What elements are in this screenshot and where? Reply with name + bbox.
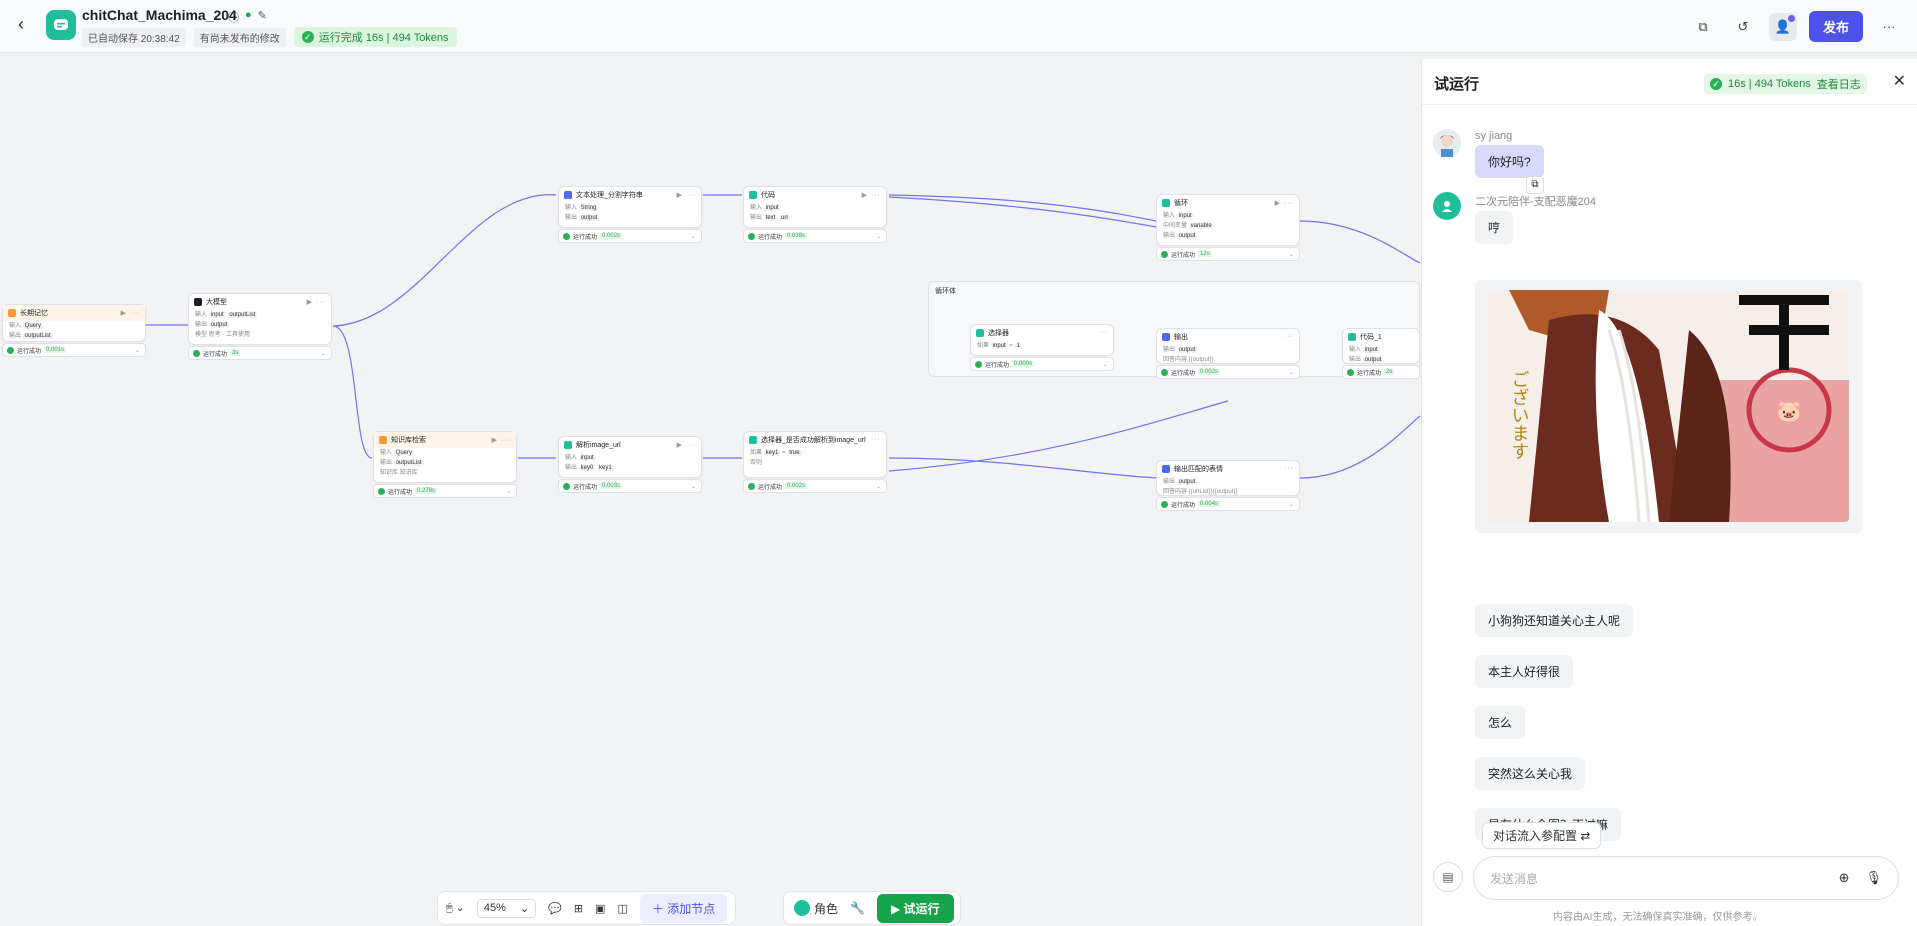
anime-illustration: 🐷 ございます [1489, 290, 1849, 522]
bot-avatar [1433, 192, 1461, 220]
more-icon[interactable]: ··· [1882, 19, 1896, 34]
microphone-icon[interactable]: 🎙 [1865, 870, 1882, 885]
bot-message: 怎么 [1475, 706, 1526, 739]
edit-icon[interactable]: ✎ [257, 10, 267, 22]
publish-button[interactable]: 发布 [1808, 11, 1863, 42]
mouse-mode-icon[interactable]: 🖱 ⌄ [446, 902, 465, 914]
copy-icon[interactable]: ⧉ [1698, 18, 1708, 34]
top-bar: ‹ chitChat_Machima_204 ⓘ ● ✎ 已自动保存 20:38… [0, 0, 1917, 53]
run-status-tag[interactable]: ✓运行完成 16s | 494 Tokens [293, 27, 457, 47]
add-node-button[interactable]: ＋ 添加节点 [639, 893, 728, 923]
unpublished-tag: 有尚未发布的修改 [193, 27, 286, 47]
run-toolbar: 角色 🔧 ▶ 试运行 [783, 891, 961, 925]
svg-text:ございます: ございます [1509, 370, 1530, 460]
node-selector-image-url[interactable]: 选择器_是否成功解析到image_url··· 如果 key1 = true 否… [743, 431, 887, 493]
chevron-down-icon: ⌄ [519, 902, 530, 915]
minimap-icon[interactable]: ◫ [617, 902, 628, 915]
check-icon: ✓ [301, 31, 314, 43]
bot-message: 本主人好得很 [1475, 655, 1574, 688]
role-avatar [794, 900, 810, 916]
node-parse-image-url[interactable]: 解析image_url▶ ··· 输入 input 输出 key0 key1 运… [558, 436, 702, 493]
bot-message: 突然这么关心我 [1475, 757, 1586, 790]
copy-icon[interactable]: ⧉ [1526, 176, 1544, 194]
ai-disclaimer: 内容由AI生成，无法确保真实准确，仅供参考。 [1553, 912, 1763, 923]
close-icon[interactable]: ✕ [1892, 73, 1906, 90]
view-log-link[interactable]: 查看日志 [1816, 79, 1861, 91]
layout-icon[interactable]: ⊞ [573, 902, 584, 915]
history-icon[interactable]: ↺ [1737, 18, 1749, 34]
message-input-row: ▤ 发送消息 ⊕🎙 [1433, 856, 1909, 900]
zoom-select[interactable]: 45%⌄ [476, 898, 537, 918]
bot-image-message: 🐷 ございます [1475, 280, 1862, 533]
image-icon[interactable]: ▣ [595, 902, 606, 915]
wrench-icon[interactable]: 🔧 [850, 901, 865, 915]
try-run-button[interactable]: ▶ 试运行 [876, 893, 954, 923]
chat-area[interactable]: sy jiang 你好吗? ⧉ 二次元陪伴-支配恶魔204 哼 🐷 [1422, 105, 1917, 865]
selector-icon [749, 435, 757, 444]
bot-name: 二次元陪伴-支配恶魔204 [1475, 196, 1597, 208]
app-logo [46, 10, 76, 40]
llm-icon [194, 297, 202, 306]
code-icon [1348, 332, 1356, 341]
user-message: 你好吗? [1475, 145, 1544, 178]
code-icon [564, 440, 572, 449]
knowledge-icon [379, 435, 387, 444]
bot-message: 小狗狗还知道关心主人呢 [1475, 604, 1634, 637]
user-avatar [1433, 129, 1461, 157]
text-icon [564, 190, 572, 199]
code-icon [749, 190, 757, 199]
canvas-toolbar: 🖱 ⌄ 45%⌄ 💬 ⊞ ▣ ◫ ＋ 添加节点 [437, 891, 737, 925]
toolbox-icon[interactable]: ▤ [1433, 862, 1463, 892]
message-input[interactable]: 发送消息 ⊕🎙 [1473, 856, 1899, 900]
loop-icon [1162, 198, 1170, 207]
conversation-config-button[interactable]: 对话流入参配置 ⇄ [1482, 822, 1602, 849]
verified-icon: ● [245, 9, 252, 21]
user-name: sy jiang [1475, 130, 1513, 142]
node-output-matched-emoji[interactable]: 输出匹配的表情··· 输出 output 回答内容 {{urlList}}{{o… [1156, 460, 1300, 511]
add-circle-icon[interactable]: ⊕ [1838, 870, 1850, 885]
role-button[interactable]: 角色 [794, 900, 838, 917]
node-llm[interactable]: 大模型▶ ··· 输入 input outputList 输出 output 模… [188, 293, 332, 360]
collaborator-icon[interactable]: 👤 [1768, 12, 1797, 41]
output-icon [1162, 332, 1170, 341]
panel-title: 试运行 [1434, 76, 1480, 93]
info-icon[interactable]: ⓘ [228, 12, 239, 24]
output-icon [1162, 464, 1170, 473]
app-title: chitChat_Machima_204 [82, 7, 237, 23]
svg-text:🐷: 🐷 [1777, 399, 1802, 423]
node-knowledge-retrieval[interactable]: 知识库检索▶ ··· 输入 Query 输出 outputList 知识库 知识… [373, 431, 517, 498]
node-loop[interactable]: 循环▶ ··· 输入 input 中间变量 variable 输出 output… [1156, 194, 1300, 261]
loop-body-title: 循环体 [935, 288, 956, 295]
memory-icon [8, 308, 16, 317]
check-icon: ✓ [1710, 78, 1722, 90]
comment-icon[interactable]: 💬 [548, 902, 562, 915]
bot-message: 哼 [1475, 211, 1514, 244]
back-arrow-icon[interactable]: ‹ [18, 14, 24, 34]
node-text-split[interactable]: 文本处理_分割字符串▶ ··· 输入 String 输出 output 运行成功… [558, 186, 702, 243]
settings-icon: ⇄ [1580, 829, 1591, 843]
selector-icon [976, 328, 984, 337]
autosave-tag: 已自动保存 20:38:42 [82, 27, 186, 47]
